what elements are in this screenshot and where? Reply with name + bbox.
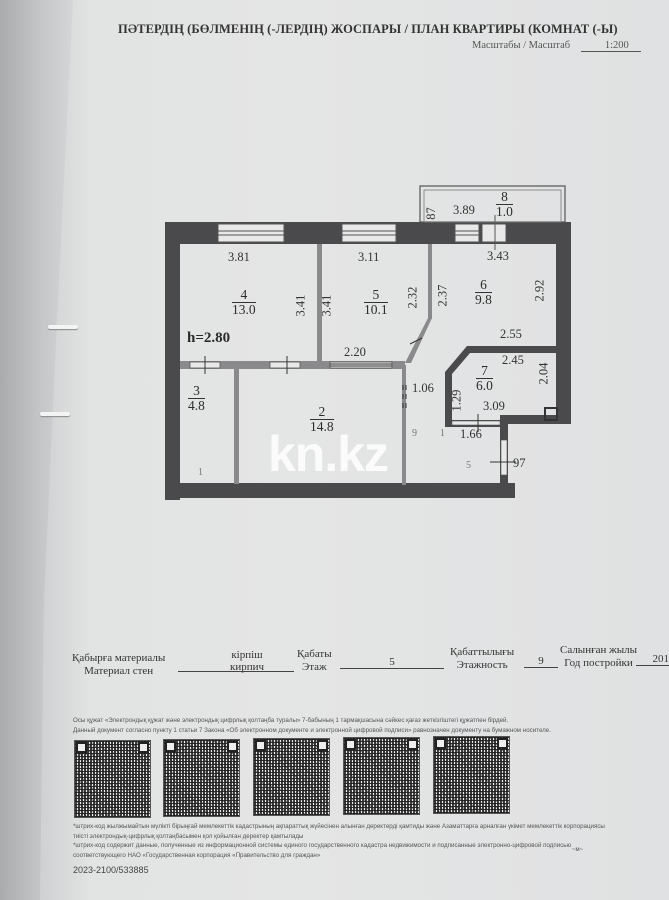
faint-mark: 1 xyxy=(198,467,203,478)
dimension-room6-right: 2.92 xyxy=(532,279,547,302)
dimension-room6-bottom: 2.55 xyxy=(500,327,522,341)
floor-plan-drawing xyxy=(165,185,571,500)
dimension-room5-width: 3.11 xyxy=(358,250,380,264)
dimension-balcony-width: 3.89 xyxy=(453,203,475,217)
watermark: kn.kz xyxy=(268,426,389,482)
wall-material-underline xyxy=(178,671,294,672)
wall-material-label: Қабырға материалы Материал стен xyxy=(72,652,166,677)
floor-plan: 3.81 3.41 3.11 3.41 2.32 2.20 2.37 3.43 … xyxy=(165,185,571,500)
dimension-room5-bottom: 2.20 xyxy=(344,345,366,359)
binder-ring xyxy=(40,412,70,416)
floor-label: Қабаты Этаж xyxy=(297,648,332,673)
dimension-room7-bottom: 3.09 xyxy=(483,399,505,413)
document-number: 2023-2100/533885 xyxy=(73,865,149,875)
dimension-hall-width: 1.66 xyxy=(460,427,482,441)
floors-total-underline xyxy=(524,667,558,668)
dimension-room5-height: 3.41 xyxy=(319,294,334,317)
faint-mark: 5 xyxy=(466,460,471,471)
qr-code-4 xyxy=(343,737,420,815)
faint-mark: 9 xyxy=(412,428,417,439)
wall-material-value: кірпіш кирпич xyxy=(229,649,265,673)
dimension-room4-height: 3.41 xyxy=(293,294,308,317)
document-title: ПӘТЕРДІҢ (БӨЛМЕНІҢ (-ЛЕРДІҢ) ЖОСПАРЫ / П… xyxy=(118,22,618,36)
notice-kz: Осы құжат «Электрондық құжат және электр… xyxy=(73,717,509,724)
barcode-note-kz-1: *штрих-код жылжымайтын мүлікті бірыңғай … xyxy=(73,823,605,830)
barcode-note-kz-2: тиісті электрондық-цифрлық қолтаңбасымен… xyxy=(73,833,304,840)
floor-underline xyxy=(340,668,444,669)
year-built-value: 201 xyxy=(652,653,669,665)
scale-row: Масштабы / Масштаб 1:200 xyxy=(472,40,641,52)
year-built-underline xyxy=(636,665,669,666)
dimension-room6-left: 2.37 xyxy=(435,284,450,307)
dimension-balcony-depth: 87 xyxy=(423,207,438,220)
qr-code-3 xyxy=(253,738,330,816)
dimension-room6-width: 3.43 xyxy=(487,249,509,263)
scale-value: 1:200 xyxy=(580,40,641,52)
qr-code-2 xyxy=(163,739,240,817)
dimension-room7-left: 1.29 xyxy=(449,389,464,412)
dimension-room7-right: 2.04 xyxy=(536,362,551,385)
dimension-entry-door: 97 xyxy=(513,456,526,470)
faint-mark: 1 xyxy=(440,428,445,439)
year-built-label: Салынған жылы Год постройки xyxy=(560,644,637,669)
dimension-room7-top: 2.45 xyxy=(502,353,524,367)
qr-code-5 xyxy=(433,736,510,814)
scale-label: Масштабы / Масштаб xyxy=(472,40,571,51)
floors-total-value: 9 xyxy=(538,655,544,667)
dimension-room5-side: 2.32 xyxy=(405,286,420,309)
floors-total-label: Қабаттылығы Этажность xyxy=(450,646,515,671)
qr-code-1 xyxy=(74,740,151,818)
barcode-note-ru-1: *штрих-код содержит данные, полученные и… xyxy=(73,842,572,849)
dimension-corridor-width: 1.06 xyxy=(412,381,434,395)
barcode-note-ru-2: соответствующего НАО «Государственная ко… xyxy=(73,852,321,859)
ceiling-height: h=2.80 xyxy=(187,330,231,346)
floor-value: 5 xyxy=(389,656,395,668)
notice-ru: Данный документ согласно пункту 1 статьи… xyxy=(73,727,551,734)
dimension-room4-width: 3.81 xyxy=(228,250,250,264)
binder-ring xyxy=(48,325,78,329)
signature-mark: ~ᴍ~ xyxy=(572,847,584,853)
